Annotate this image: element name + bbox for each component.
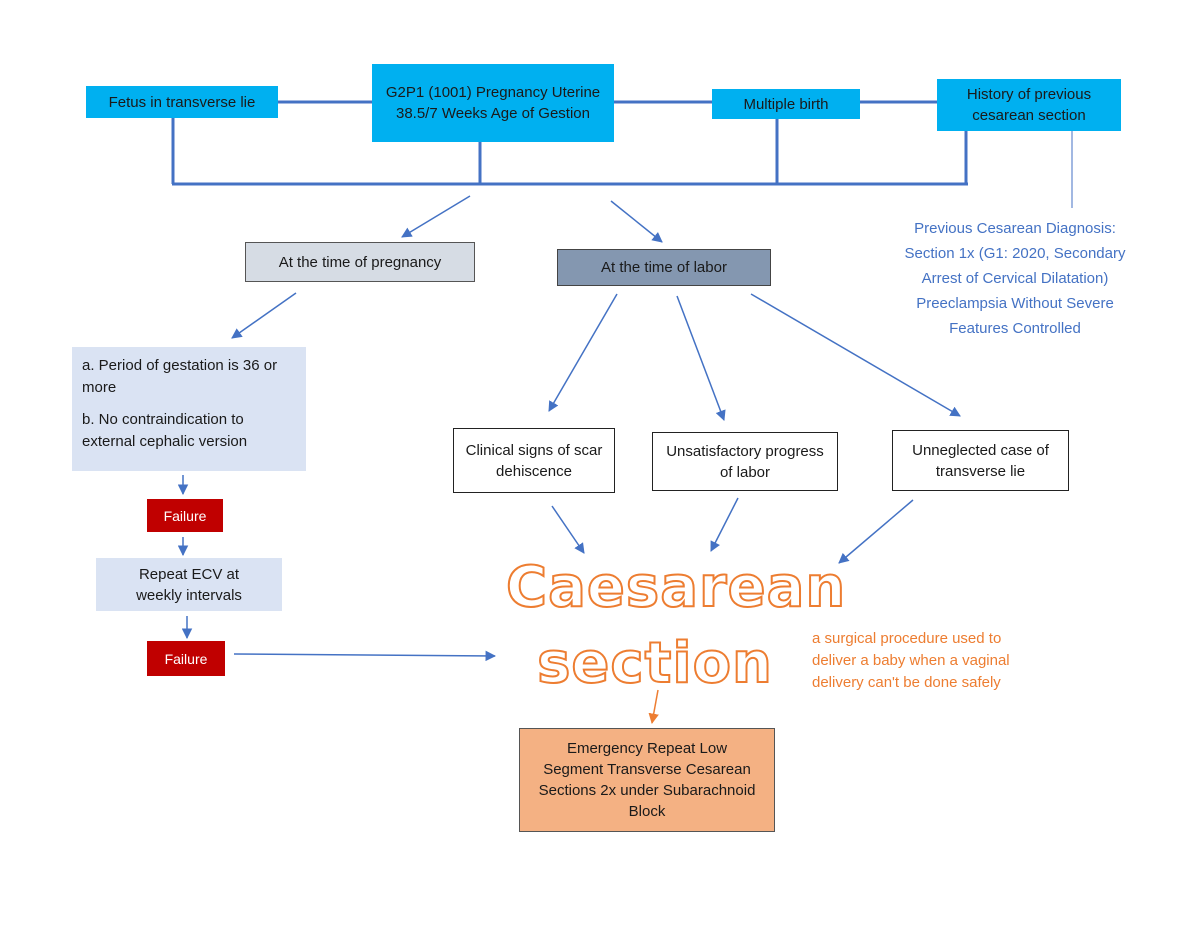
arrow-to-pregnancy-branch [401,195,471,238]
repeat-ecv-box: Repeat ECV at weekly intervals [96,558,282,611]
procedure-outcome-box: Emergency Repeat Low Segment Transverse … [519,728,775,832]
pregnancy-branch-box: At the time of pregnancy [245,242,475,282]
arrow-progress-to-caesarean [710,497,739,552]
fetus-transverse-lie-text: Fetus in transverse lie [108,93,256,111]
unsatisfactory-progress-text: Unsatisfactory progress of labor [666,442,824,481]
procedure-outcome-text: Emergency Repeat Low Segment Transverse … [538,740,756,820]
arrow-to-labor-branch [610,200,663,243]
failure-text-2: Failure [164,650,208,667]
failure-box-1: Failure [147,499,223,532]
pregnancy-summary-text: G2P1 (1001) Pregnancy Uterine 38.5/7 Wee… [385,84,601,122]
multiple-birth-box: Multiple birth [712,89,860,119]
unneglected-transverse-text: Unneglected case of transverse lie [912,441,1049,480]
previous-cesarean-history-text: History of previous cesarean section [966,86,1092,124]
previous-cesarean-diagnosis-text: Previous Cesarean Diagnosis: Section 1x … [904,220,1126,337]
unneglected-transverse-box: Unneglected case of transverse lie [892,430,1069,491]
arrow-to-unsatisfactory-progress [676,295,726,421]
previous-cesarean-diagnosis-note: Previous Cesarean Diagnosis: Section 1x … [890,216,1140,341]
failure-text-1: Failure [163,507,207,524]
failure-box-2: Failure [147,641,225,676]
caesarean-title-line2: section [530,631,780,697]
criteria-gestation: a. Period of gestation is 36 or more [82,357,278,396]
previous-cesarean-history-box: History of previous cesarean section [937,79,1121,131]
arrow-to-unneglected-case [750,293,961,417]
arrow-scar-to-caesarean [551,505,585,554]
ecv-criteria-box: a. Period of gestation is 36 or more b. … [72,347,306,471]
caesarean-title-line1-text: Caesarean [505,555,847,621]
arrow-failure2-to-caesarean [233,650,497,662]
arrow-to-scar-dehiscence [548,293,618,412]
arrow-caesarean-to-procedure [648,689,659,725]
arrow-transverse-to-caesarean [838,499,914,564]
labor-branch-box: At the time of labor [557,249,771,286]
multiple-birth-text: Multiple birth [743,95,829,113]
unsatisfactory-progress-box: Unsatisfactory progress of labor [652,432,838,491]
caesarean-title-line2-text: section [536,631,773,697]
caesarean-title-line1: Caesarean [505,555,846,621]
caesarean-definition-text: a surgical procedure used to deliver a b… [812,630,1010,691]
fetus-transverse-lie-box: Fetus in transverse lie [86,86,278,118]
caesarean-definition-note: a surgical procedure used to deliver a b… [812,628,1038,694]
pregnancy-summary-box: G2P1 (1001) Pregnancy Uterine 38.5/7 Wee… [372,64,614,142]
repeat-ecv-text: Repeat ECV at weekly intervals [136,565,242,604]
labor-branch-label: At the time of labor [601,259,727,276]
arrow-to-criteria [231,292,297,339]
pregnancy-branch-label: At the time of pregnancy [278,253,442,271]
criteria-no-contraindication: b. No contraindication to external cepha… [82,411,248,450]
scar-dehiscence-text: Clinical signs of scar dehiscence [465,441,603,480]
scar-dehiscence-box: Clinical signs of scar dehiscence [453,428,615,493]
